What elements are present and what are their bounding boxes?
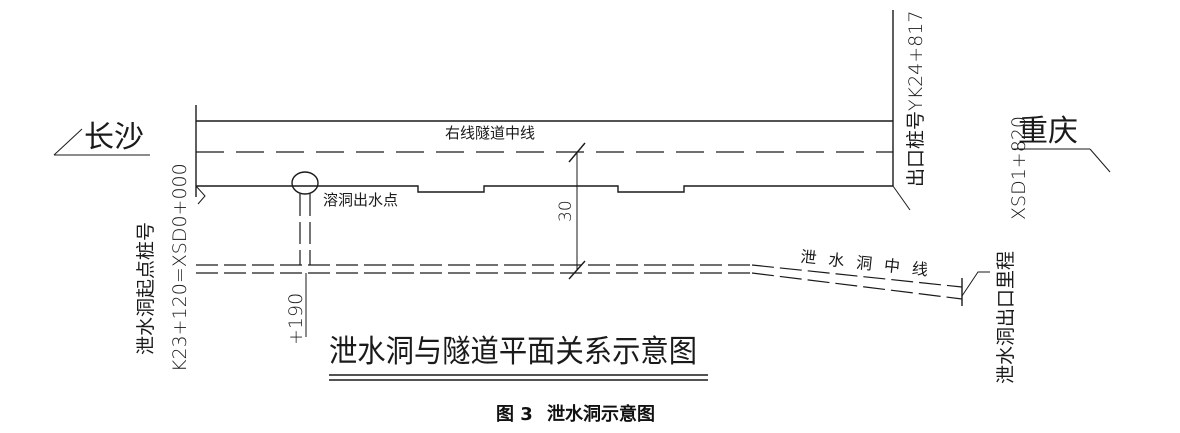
drain-line-lower-bend [751,272,963,300]
drain-line-upper-bend [751,264,963,288]
spacing-tick-bottom [568,260,586,280]
start-break-mark [195,185,206,205]
spacing-tick-top [568,142,586,163]
drain-exit-leader [961,271,990,297]
right-city-label: 重庆 [1018,114,1078,149]
tunnel-centerline-label: 右线隧道中线 [445,124,535,142]
figure-caption: 泄水洞示意图 [547,403,655,425]
plan-title: 泄水洞与隧道平面关系示意图 [329,334,697,370]
exit-break-mark [892,185,911,211]
offset-190-label: +190 [285,293,307,345]
drain-exit-mileage-label: 泄水洞出口里程 [995,251,1017,384]
tunnel-lower-edge [196,185,893,193]
figure-number: 图 3 [496,404,533,425]
drain-start-label-right: K23+120=XSD0+000 [169,163,191,372]
drain-end-label: XSD1+820 [1008,116,1030,220]
left-city-leader [53,128,83,156]
drain-centerline-label: 泄水洞中线 [800,247,941,281]
drain-start-label-left: 泄水洞起点桩号 [135,222,157,355]
karst-outlet-circle [291,171,319,195]
karst-outlet-label: 溶洞出水点 [323,191,398,209]
exit-station-label: 出口桩号YK24+817 [905,11,927,187]
right-city-leader [1089,148,1111,173]
spacing-label: 30 [556,200,576,222]
left-city-label: 长沙 [84,120,144,155]
